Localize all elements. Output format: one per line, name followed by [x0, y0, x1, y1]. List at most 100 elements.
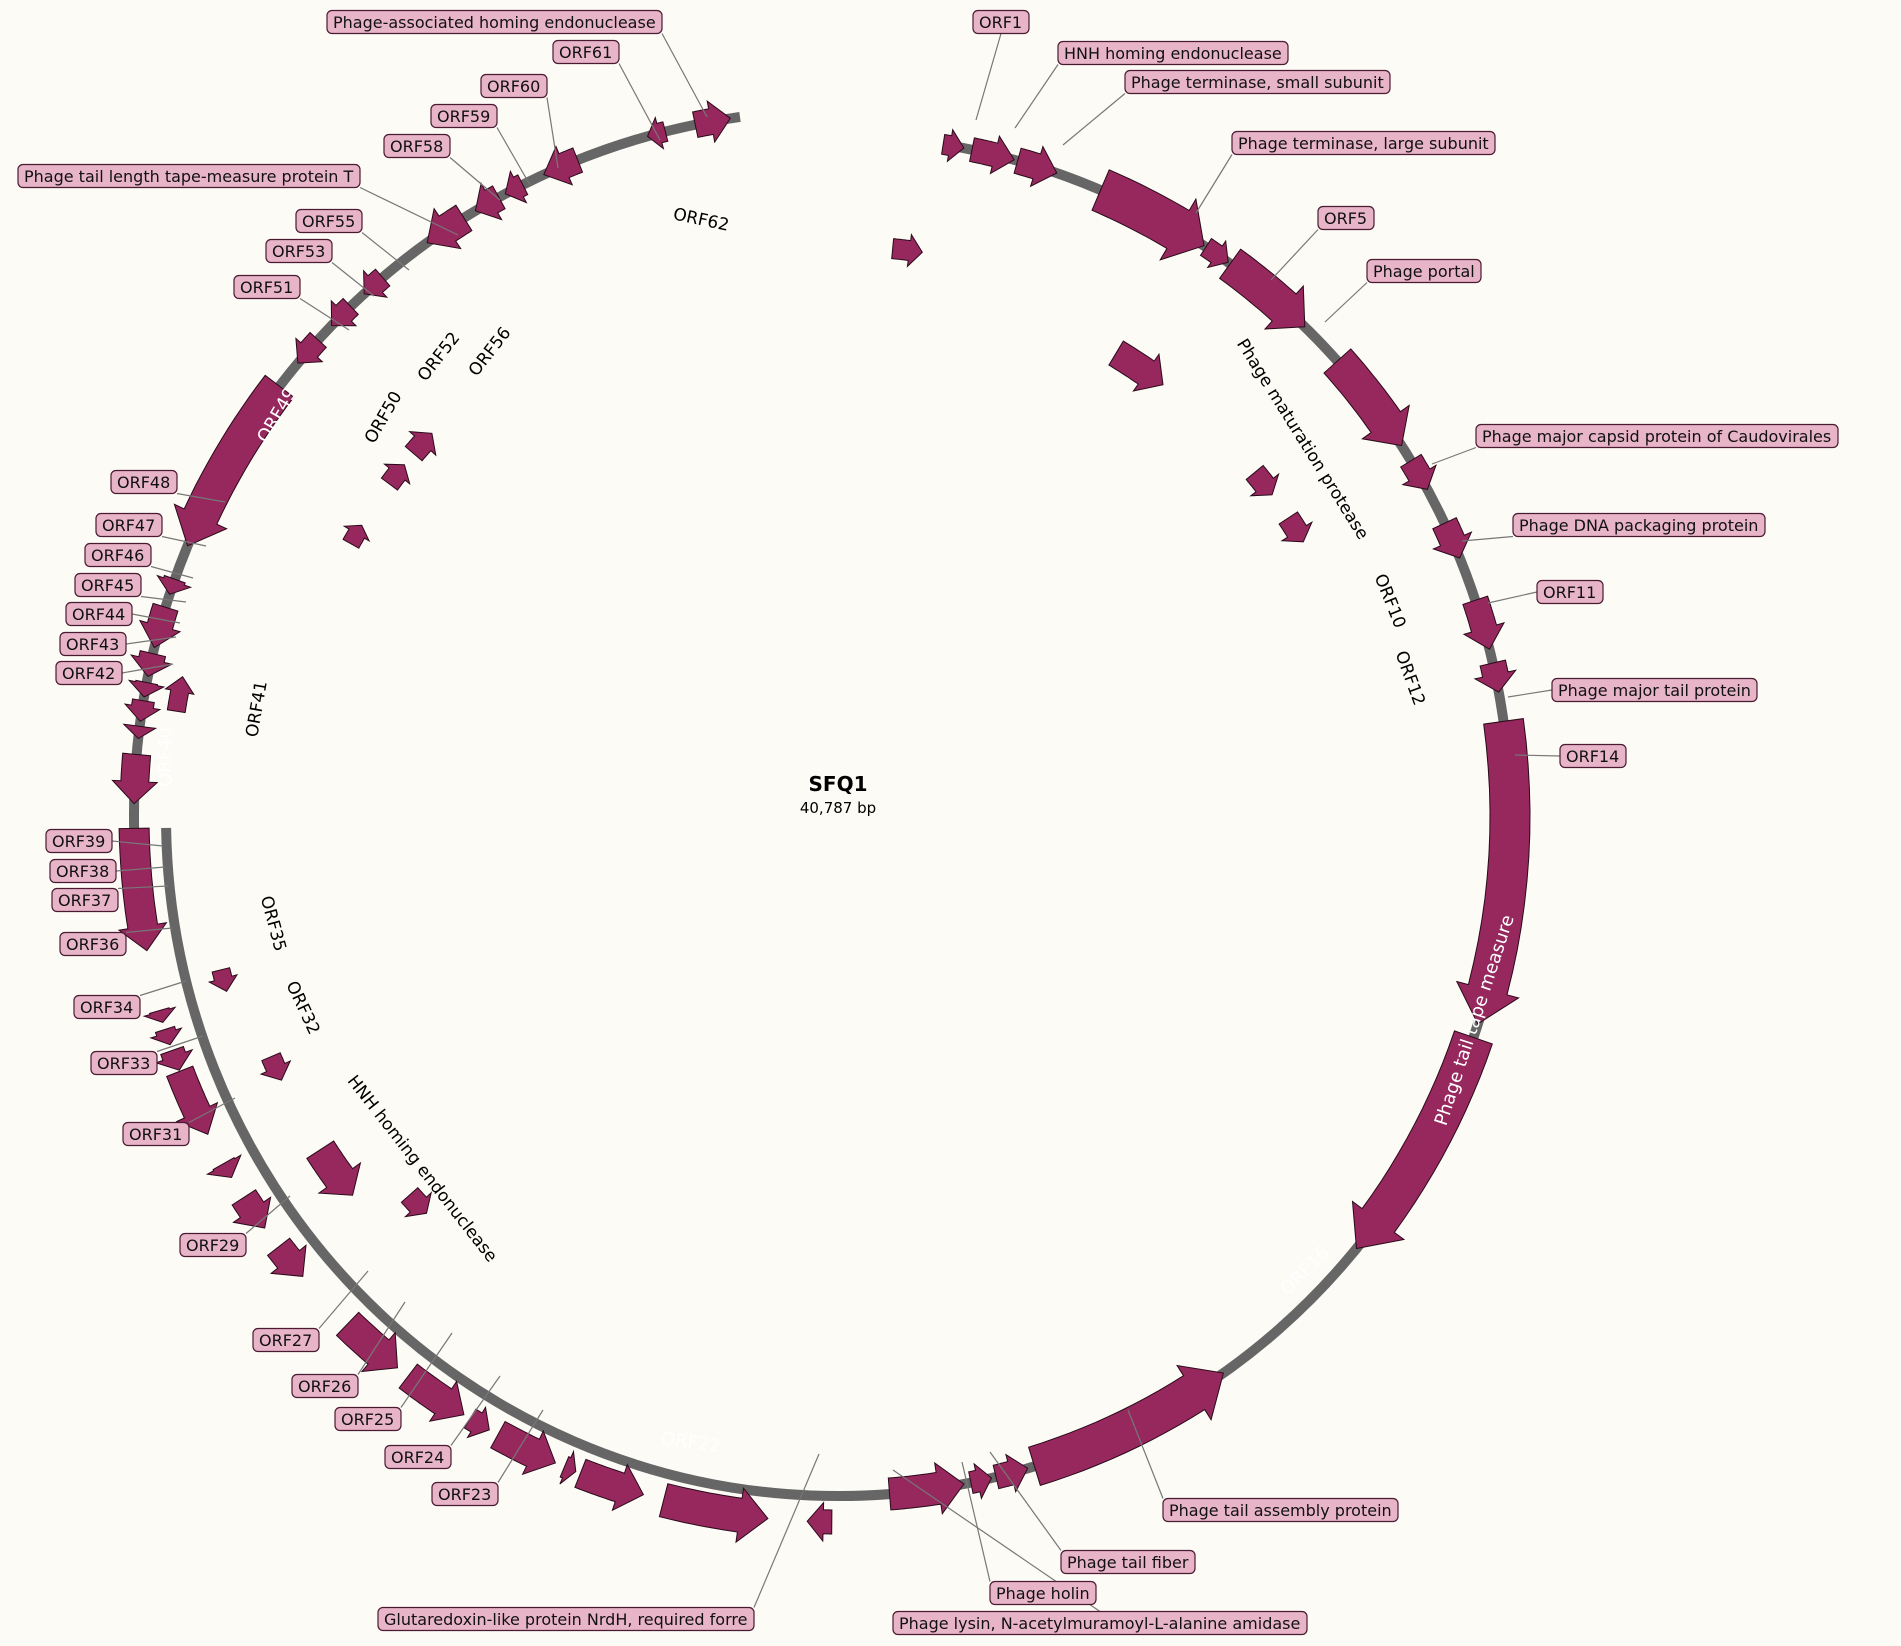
callout-major-capsid: Phage major capsid protein of Caudoviral…	[1475, 423, 1839, 449]
gene-orf47	[138, 602, 182, 649]
callout-label: ORF27	[259, 1331, 312, 1350]
callout-label: ORF33	[97, 1054, 150, 1073]
leader-orf34	[139, 980, 187, 997]
callout-label: ORF48	[117, 473, 170, 492]
leader-orf39	[111, 840, 164, 847]
callout-box	[1162, 1497, 1399, 1523]
gene-arrows	[111, 99, 1531, 1544]
callout-tail-fiber: Phage tail fiber	[1060, 1549, 1196, 1575]
leader-orf23	[497, 1409, 544, 1483]
callout-label: ORF59	[437, 107, 490, 126]
callout-label: ORF25	[341, 1410, 394, 1429]
gene-major-capsid	[1323, 348, 1410, 447]
leader-orf11	[1487, 591, 1538, 604]
leader-tail_fiber	[989, 1451, 1062, 1551]
callout-box	[334, 1406, 402, 1432]
gene-tail-assembly	[1027, 1364, 1225, 1487]
callout-box	[73, 994, 141, 1020]
callout-label: Phage DNA packaging protein	[1519, 516, 1758, 535]
callout-orf36: ORF36	[59, 931, 127, 957]
callout-label: ORF39	[52, 832, 105, 851]
gene-orf11	[1432, 517, 1473, 559]
leader-orf61	[618, 63, 661, 141]
callout-orf53: ORF53	[265, 238, 333, 264]
callout-orf26: ORF26	[291, 1373, 359, 1399]
gene-orf22	[658, 1483, 769, 1544]
callout-orf25: ORF25	[334, 1406, 402, 1432]
gene-orf38	[149, 1025, 183, 1046]
callout-orf46: ORF46	[84, 542, 152, 568]
leader-dna_packaging	[1461, 535, 1514, 542]
gene-orf16	[1351, 1030, 1493, 1250]
gene-orf26	[463, 1405, 490, 1439]
callout-label: ORF26	[298, 1377, 351, 1396]
gene-maturation	[1108, 340, 1164, 392]
gene-orf25	[490, 1420, 557, 1476]
leader-orf1	[975, 33, 1002, 121]
gene-orf50	[404, 430, 437, 462]
gene-lysin	[887, 1461, 965, 1515]
gene-orf30	[400, 1186, 433, 1218]
gene-tail-fiber	[992, 1453, 1029, 1494]
callout-holin: Phage holin	[989, 1580, 1097, 1606]
callout-label: ORF1	[979, 13, 1022, 32]
gene-tail-tape	[1455, 718, 1531, 1025]
gene-phage-homing	[692, 99, 731, 144]
callout-orf29: ORF29	[179, 1232, 247, 1258]
arrow-label-tail-tape: Phage tail tape measure	[1431, 912, 1519, 1128]
callout-box	[65, 601, 133, 627]
callout-label: ORF34	[80, 998, 133, 1017]
gene-orf1	[941, 128, 965, 163]
gene-orf10	[1245, 464, 1280, 497]
gene-tape-t	[426, 204, 473, 250]
callout-box	[59, 631, 127, 657]
callout-label: ORF31	[129, 1125, 182, 1144]
gene-major-tail	[1462, 595, 1506, 650]
callout-orf61: ORF61	[552, 39, 620, 65]
gene-orf23	[574, 1458, 645, 1512]
gene-orf32	[259, 1052, 292, 1081]
callout-box	[84, 542, 152, 568]
callout-label: Phage holin	[996, 1584, 1090, 1603]
callout-orf59: ORF59	[430, 103, 498, 129]
gene-orf31	[266, 1237, 307, 1277]
leader-orf27	[318, 1270, 369, 1329]
callout-label: ORF42	[62, 664, 115, 683]
callout-orf5: ORF5	[1317, 205, 1375, 231]
leader-orf37	[117, 885, 169, 890]
gene-orf52	[380, 463, 411, 491]
gene-dna-packaging	[1400, 453, 1437, 490]
callout-box	[110, 469, 178, 495]
callout-box	[295, 208, 363, 234]
leader-orf36	[125, 927, 173, 934]
inner-label-orf35: ORF35	[256, 894, 290, 954]
callout-orf38: ORF38	[49, 858, 117, 884]
callout-label: ORF53	[272, 242, 325, 261]
callout-box	[326, 9, 663, 35]
leader-orf58	[449, 157, 501, 201]
gene-orf44	[123, 698, 162, 723]
callout-label: Phage lysin, N-acetylmuramoyl-L-alanine …	[899, 1614, 1300, 1633]
leader-glutaredoxin	[753, 1453, 820, 1608]
gene-orf36	[166, 1065, 219, 1135]
callout-dna-packaging: Phage DNA packaging protein	[1512, 512, 1766, 538]
leader-orf55	[361, 232, 410, 271]
leader-orf26	[357, 1301, 406, 1375]
leader-orf51	[299, 297, 350, 331]
leader-term_large	[1195, 154, 1233, 214]
gene-orf58	[474, 181, 506, 221]
callout-label: Glutaredoxin-like protein NrdH, required…	[384, 1610, 747, 1629]
callout-orf11: ORF11	[1536, 579, 1604, 605]
callout-phage-homing: Phage-associated homing endonuclease	[326, 9, 663, 35]
inner-label-orf50: ORF50	[361, 388, 407, 447]
gene-orf24	[559, 1449, 577, 1485]
callout-box	[265, 238, 333, 264]
callout-label: ORF55	[302, 212, 355, 231]
callout-major-tail: Phage major tail protein	[1551, 677, 1758, 703]
callout-orf60: ORF60	[480, 73, 548, 99]
leader-orf53	[331, 262, 375, 297]
callout-glutaredoxin: Glutaredoxin-like protein NrdH, required…	[377, 1606, 755, 1632]
leader-major_tail	[1507, 689, 1553, 698]
gene-orf62	[891, 233, 923, 268]
gene-orf53	[330, 297, 359, 327]
